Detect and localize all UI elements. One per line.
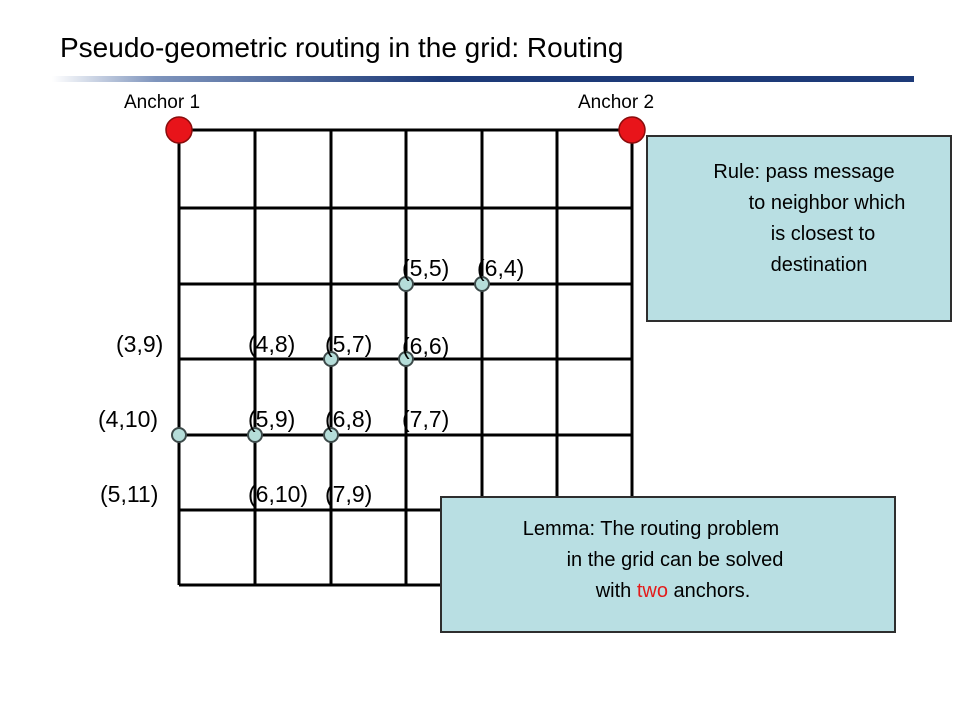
- node-6-4: [474, 276, 490, 292]
- node-6-8: [323, 427, 339, 443]
- coordinate-labels: (3,9) (4,8) (5,7) (5,5) (6,4) (6,6) (4,1…: [98, 255, 524, 507]
- node-6-6: [398, 351, 414, 367]
- coord-label-6-8: (6,8): [325, 406, 372, 432]
- lemma-line-3: with two anchors.: [442, 576, 894, 607]
- rule-callout: Rule: pass message to neighbor which is …: [646, 135, 952, 322]
- anchor-2-label: Anchor 2: [578, 92, 654, 113]
- node-4-10: [171, 427, 187, 443]
- coord-label-6-4: (6,4): [477, 255, 524, 281]
- node-5-9: [247, 427, 263, 443]
- coord-label-7-9: (7,9): [325, 481, 372, 507]
- coord-label-5-9: (5,9): [248, 406, 295, 432]
- coord-label-4-10: (4,10): [98, 406, 158, 432]
- anchor-2-node: [618, 116, 646, 144]
- coord-label-3-9: (3,9): [116, 331, 163, 357]
- coord-label-4-8: (4,8): [248, 331, 295, 357]
- lemma-line-3-start: with: [595, 580, 637, 602]
- node-5-7: [323, 351, 339, 367]
- rule-line-2: to neighbor which: [748, 192, 906, 214]
- title-underline: [52, 76, 914, 82]
- node-5-5: [398, 276, 414, 292]
- coord-label-6-6: (6,6): [402, 333, 449, 359]
- slide-title: Pseudo-geometric routing in the grid: Ro…: [60, 32, 624, 63]
- anchor-1-node: [165, 116, 193, 144]
- lemma-highlight-two: two: [636, 580, 668, 602]
- rule-line-1: Rule: pass message: [713, 161, 895, 183]
- lemma-callout: Lemma: The routing problem in the grid c…: [440, 496, 896, 633]
- coord-label-7-7: (7,7): [402, 406, 449, 432]
- anchor-1-label: Anchor 1: [124, 92, 200, 113]
- coord-label-5-5: (5,5): [402, 255, 449, 281]
- lemma-line-1: Lemma: The routing problem: [522, 518, 780, 540]
- grid-nodes: [171, 276, 490, 443]
- lemma-line-3-end: anchors.: [667, 580, 751, 602]
- coord-label-5-7: (5,7): [325, 331, 372, 357]
- lemma-line-2: in the grid can be solved: [566, 549, 784, 571]
- coord-label-5-11: (5,11): [100, 481, 158, 507]
- rule-line-3: is closest to: [770, 223, 876, 245]
- coord-label-6-10: (6,10): [248, 481, 308, 507]
- rule-line-4: destination: [770, 254, 868, 276]
